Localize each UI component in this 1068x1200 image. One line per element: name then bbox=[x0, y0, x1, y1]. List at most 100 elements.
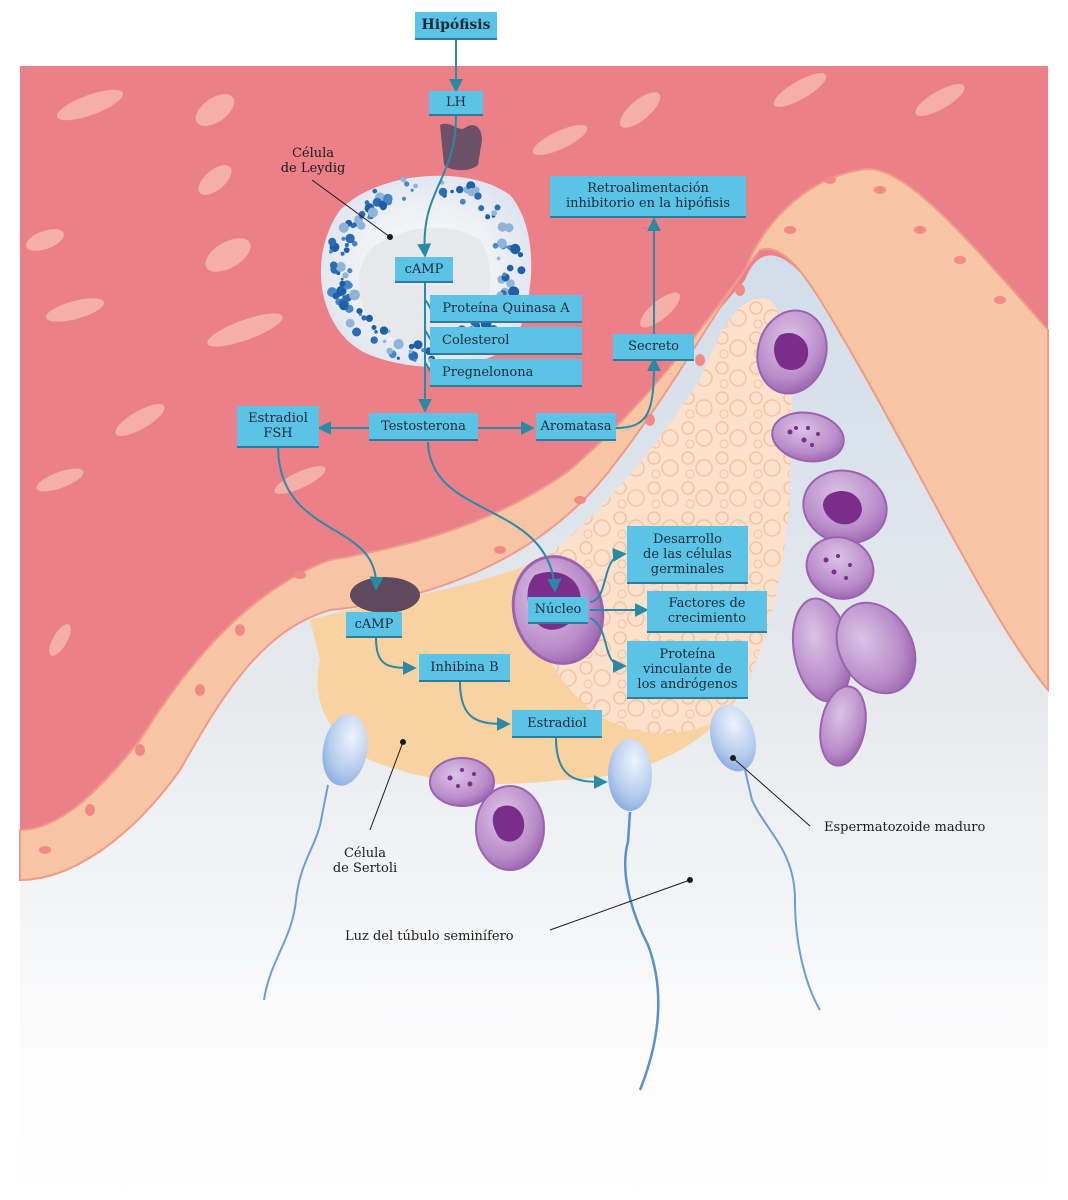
leydig-granule bbox=[345, 318, 355, 328]
leydig-granule bbox=[335, 261, 346, 272]
leydig-granule bbox=[466, 181, 476, 191]
leydig-granule bbox=[372, 188, 378, 194]
leydig-granule bbox=[328, 237, 337, 246]
leydig-granule bbox=[517, 252, 524, 258]
leydig-granule bbox=[393, 339, 404, 350]
arrow-nucleo-proteina bbox=[589, 617, 627, 673]
leydig-granule bbox=[508, 286, 520, 298]
arrow-testosterona-nucleo bbox=[427, 441, 562, 593]
leydig-granule bbox=[402, 196, 406, 201]
label-celula-sertoli: Célula de Sertoli bbox=[332, 846, 398, 876]
box-estradiol-fsh: Estradiol FSH bbox=[237, 406, 319, 448]
box-estradiol: Estradiol bbox=[512, 710, 602, 738]
box-proteina-vinculante: Proteína vinculante de los andrógenos bbox=[627, 641, 748, 699]
leydig-granule bbox=[413, 340, 423, 350]
arrow-lh-camp bbox=[417, 115, 457, 258]
leydig-granule bbox=[367, 207, 378, 218]
leydig-granule bbox=[356, 308, 363, 315]
leydig-granule bbox=[329, 261, 338, 270]
leydig-granule bbox=[410, 188, 414, 192]
leydig-granule bbox=[343, 247, 350, 254]
leydig-granule bbox=[339, 280, 346, 287]
germ-cells bbox=[429, 309, 917, 871]
membrane-nuclei bbox=[39, 176, 1006, 854]
leydig-granule bbox=[474, 192, 482, 200]
leydig-granule bbox=[496, 256, 501, 261]
label-celula-leydig: Célula de Leydig bbox=[280, 146, 346, 176]
leydig-granule bbox=[491, 210, 498, 217]
leydig-granule bbox=[478, 205, 485, 212]
leydig-granule bbox=[502, 272, 507, 277]
leydig-granule bbox=[400, 176, 407, 183]
box-hipofisis: Hipófisis bbox=[415, 12, 497, 40]
leydig-granule bbox=[396, 356, 400, 360]
leydig-granule bbox=[342, 295, 346, 299]
leydig-granule bbox=[329, 249, 333, 254]
leydig-granule bbox=[370, 336, 378, 344]
lh-receptor bbox=[440, 123, 482, 171]
box-desarrollo-celulas-germinales: Desarrollo de las células germinales bbox=[627, 526, 748, 584]
box-lh: LH bbox=[429, 91, 483, 116]
box-proteina-quinasa-a: Proteína Quinasa A bbox=[430, 295, 582, 323]
box-secreto: Secreto bbox=[613, 334, 694, 361]
leydig-granule bbox=[383, 193, 393, 204]
leydig-granule bbox=[496, 238, 507, 249]
leydig-granule bbox=[382, 339, 387, 344]
sperm-cells bbox=[263, 704, 821, 1091]
leydig-granule bbox=[352, 327, 362, 337]
leydig-granule bbox=[515, 247, 520, 253]
box-camp-sertoli: cAMP bbox=[346, 612, 402, 638]
leydig-granule bbox=[347, 268, 353, 274]
leydig-granule bbox=[492, 243, 499, 249]
leydig-granule bbox=[438, 187, 448, 197]
leydig-granule bbox=[473, 186, 480, 193]
leydig-granule bbox=[340, 251, 345, 256]
leydig-granule bbox=[345, 233, 355, 244]
leydig-granule bbox=[349, 289, 360, 301]
leydig-granule bbox=[506, 279, 515, 288]
leydig-granule bbox=[381, 207, 385, 211]
label-leaders bbox=[311, 179, 811, 931]
leydig-granule bbox=[374, 330, 378, 334]
leydig-granule bbox=[371, 325, 377, 330]
basement-membrane bbox=[19, 168, 1049, 882]
flow-arrows bbox=[277, 40, 661, 789]
leydig-granule bbox=[344, 242, 349, 248]
label-espermatozoide-maduro: Espermatozoide maduro bbox=[824, 820, 986, 835]
leydig-granule bbox=[338, 222, 349, 233]
leydig-granule bbox=[378, 200, 388, 209]
leydig-granule bbox=[340, 277, 344, 281]
leydig-granule bbox=[459, 198, 466, 205]
leydig-granule bbox=[351, 240, 358, 247]
leydig-granule bbox=[364, 200, 370, 205]
leydig-granule bbox=[413, 358, 417, 362]
leydig-granule bbox=[332, 292, 340, 300]
leydig-granule bbox=[341, 236, 346, 241]
box-camp-leydig: cAMP bbox=[395, 257, 453, 283]
leydig-granule bbox=[350, 224, 355, 229]
leydig-granule bbox=[413, 183, 418, 189]
box-inhibina-b: Inhibina B bbox=[419, 654, 510, 682]
leydig-granule bbox=[497, 222, 508, 232]
box-colesterol: Colesterol bbox=[430, 327, 582, 355]
leydig-granule bbox=[450, 189, 454, 194]
leydig-granule bbox=[365, 314, 373, 322]
arrow-estradiol-sperm bbox=[555, 737, 608, 789]
arrow-aromatasa-secreto bbox=[615, 357, 661, 429]
box-testosterona: Testosterona bbox=[369, 413, 478, 441]
arrow-estradiol-camp bbox=[277, 447, 384, 591]
arrow-inhibina-estradiol bbox=[459, 681, 511, 731]
label-luz-tubulo: Luz del túbulo seminífero bbox=[345, 929, 514, 944]
leydig-granule bbox=[359, 313, 362, 317]
leydig-granule bbox=[404, 181, 410, 187]
leydig-granule bbox=[485, 214, 491, 220]
arrow-camp-inhibina bbox=[375, 637, 417, 675]
box-aromatasa: Aromatasa bbox=[536, 413, 616, 441]
arrow-nucleo-desarrollo bbox=[589, 547, 627, 603]
leydig-granule bbox=[361, 315, 367, 321]
box-retroalimentacion: Retroalimentación inhibitorio en la hipó… bbox=[550, 176, 746, 218]
leydig-granule bbox=[456, 185, 464, 194]
box-factores-crecimiento: Factores de crecimiento bbox=[647, 591, 767, 633]
leydig-granule bbox=[342, 272, 349, 279]
